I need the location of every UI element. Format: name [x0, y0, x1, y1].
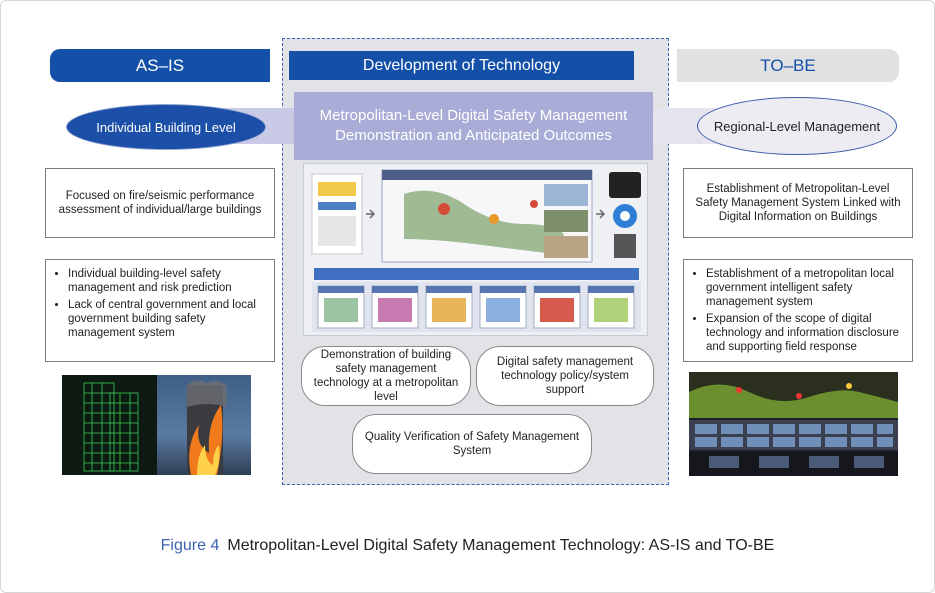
as-is-header: AS–IS: [50, 49, 270, 82]
to-be-focus-box: Establishment of Metropolitan-Level Safe…: [683, 168, 913, 238]
platform-illustration-image: [303, 163, 648, 336]
quality-verification-pill: Quality Verification of Safety Managemen…: [352, 414, 592, 474]
control-room-image: [689, 372, 898, 476]
development-header: Development of Technology: [289, 51, 634, 80]
demonstration-title: Metropolitan-Level Digital Safety Manage…: [294, 92, 653, 160]
figure-label: Figure 4: [160, 537, 220, 554]
to-be-bullet: Establishment of a metropolitan local go…: [706, 267, 904, 309]
individual-building-oval: Individual Building Level: [66, 104, 266, 150]
regional-management-oval: Regional-Level Management: [697, 97, 897, 155]
to-be-bullet: Expansion of the scope of digital techno…: [706, 312, 904, 354]
figure-caption: Figure 4 Metropolitan-Level Digital Safet…: [0, 537, 935, 561]
as-is-focus-box: Focused on fire/seismic performance asse…: [45, 168, 275, 238]
figure-caption-text: Metropolitan-Level Digital Safety Manage…: [227, 537, 775, 554]
to-be-bullet-box: Establishment of a metropolitan local go…: [683, 259, 913, 362]
building-fire-image: [157, 375, 251, 475]
as-is-bullet: Lack of central government and local gov…: [68, 298, 266, 340]
policy-support-pill: Digital safety management technology pol…: [476, 346, 654, 406]
as-is-bullet: Individual building-level safety managem…: [68, 267, 266, 295]
as-is-bullet-box: Individual building-level safety managem…: [45, 259, 275, 362]
to-be-header: TO–BE: [677, 49, 899, 82]
building-wireframe-image: [62, 375, 157, 475]
demonstration-pill: Demonstration of building safety managem…: [301, 346, 471, 406]
